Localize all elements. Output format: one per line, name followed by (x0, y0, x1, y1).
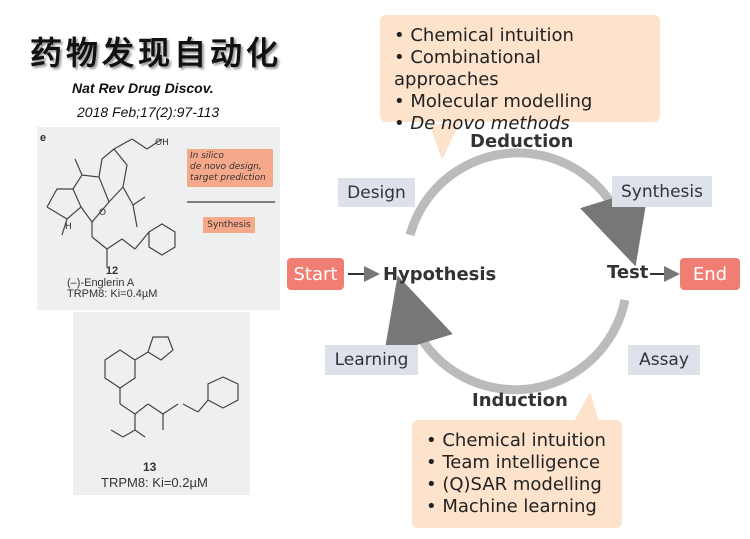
hint-line: target prediction (190, 173, 266, 183)
list-item: (Q)SAR modelling (426, 474, 608, 496)
englerin-structure: OH O H (46, 138, 275, 267)
compound-number: 12 (105, 265, 119, 277)
panel-englerin: e OH O H In silico de novo design, targe… (37, 127, 280, 310)
compound-name: (–)-Englerin A (67, 277, 135, 289)
deduction-methods-callout: Chemical intuition Combinational approac… (380, 15, 660, 134)
deduction-label: Deduction (470, 131, 574, 152)
induction-methods-callout: Chemical intuition Team intelligence (Q)… (412, 420, 622, 528)
panel-letter: e (40, 132, 47, 144)
hint-line: de novo design, (190, 162, 262, 172)
list-item: Chemical intuition (394, 25, 646, 47)
synthesis-label: Synthesis (612, 176, 712, 207)
list-item: Machine learning (426, 496, 608, 518)
deduction-arc (405, 148, 649, 267)
end-node: End (680, 258, 740, 290)
learning-label: Learning (325, 345, 418, 375)
list-item: Team intelligence (426, 452, 608, 474)
in-silico-box: In silico de novo design, target predict… (187, 149, 273, 187)
test-label: Test (607, 262, 649, 283)
compound-activity: TRPM8: Ki=0.2µM (101, 475, 208, 490)
compound-number: 13 (143, 460, 157, 474)
slide-title: 药物发现自动化 (30, 34, 283, 72)
list-item: De novo methods (394, 113, 646, 135)
panel-compound-13: 13 TRPM8: Ki=0.2µM (73, 312, 250, 495)
citation-journal: Nat Rev Drug Discov. (72, 80, 214, 96)
list-item: Chemical intuition (426, 430, 608, 452)
start-node: Start (287, 258, 344, 290)
synthesis-box: Synthesis (203, 217, 255, 233)
list-item: Molecular modelling (394, 91, 646, 113)
h-label: H (65, 222, 72, 232)
hint-line: In silico (190, 151, 224, 161)
citation-issue: 2018 Feb;17(2):97-113 (77, 104, 220, 120)
list-item: Combinational approaches (394, 47, 646, 91)
induction-arc (383, 275, 630, 395)
assay-label: Assay (628, 345, 700, 375)
compound-activity: TRPM8: Ki=0.4µM (67, 288, 158, 300)
design-label: Design (338, 178, 415, 207)
hypothesis-label: Hypothesis (383, 264, 497, 285)
oh-label: OH (155, 138, 169, 148)
induction-label: Induction (472, 390, 568, 411)
o-label: O (99, 208, 106, 218)
compound-13-structure (104, 336, 239, 438)
